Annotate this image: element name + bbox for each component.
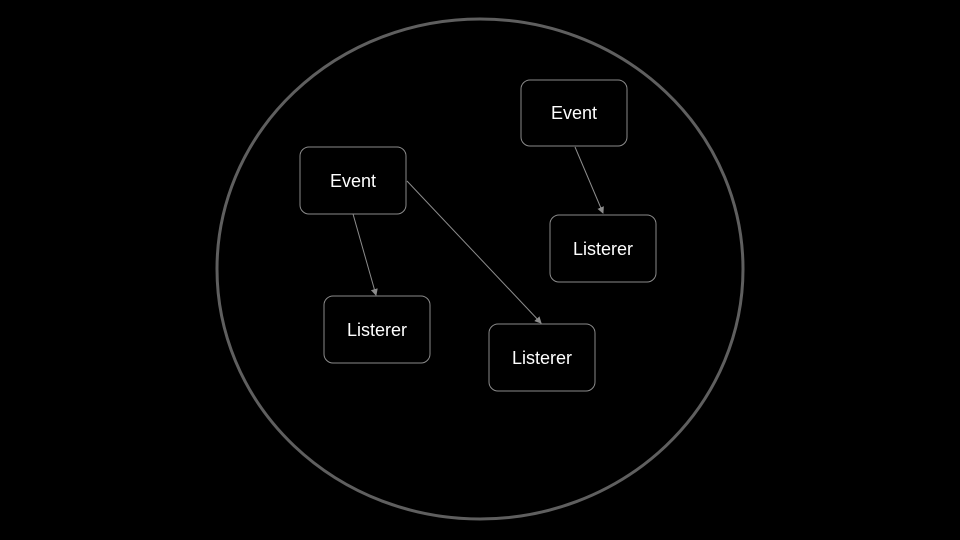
event-node-right: Event: [520, 79, 628, 147]
listener-node-right-box: [549, 214, 657, 283]
event-node-right-box: [520, 79, 628, 147]
listener-node-bottom-center-label: Listerer: [512, 348, 572, 368]
edges: [352, 146, 604, 324]
edge-event-a-to-listener-a: [352, 213, 378, 296]
listener-node-bottom-left: Listerer: [323, 295, 431, 364]
listener-node-bottom-left-label: Listerer: [347, 320, 407, 340]
nodes: Event Event Listerer Listerer Listerer: [299, 79, 657, 392]
listener-node-bottom-left-box: [323, 295, 431, 364]
listener-node-right-label: Listerer: [573, 239, 633, 259]
event-node-left: Event: [299, 146, 407, 215]
event-node-left-label: Event: [330, 171, 376, 191]
system-boundary-circle: [215, 17, 745, 521]
event-node-right-label: Event: [551, 103, 597, 123]
edge-event-b-to-listener-c: [574, 146, 604, 214]
listener-node-bottom-center: Listerer: [488, 323, 596, 392]
listener-node-right: Listerer: [549, 214, 657, 283]
edge-event-a-to-listener-b: [406, 180, 542, 324]
event-node-left-box: [299, 146, 407, 215]
listener-node-bottom-center-box: [488, 323, 596, 392]
